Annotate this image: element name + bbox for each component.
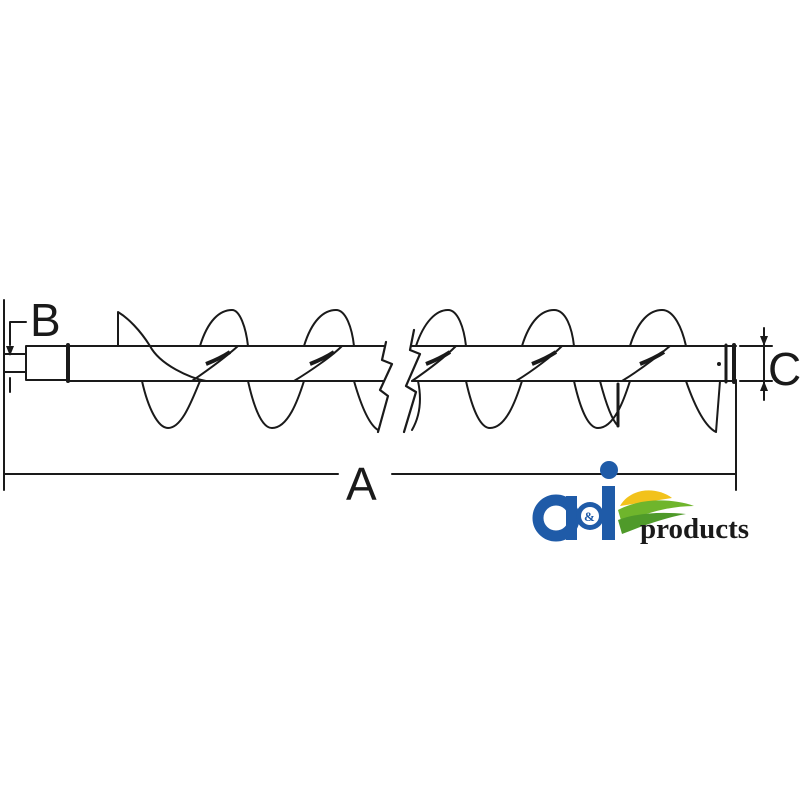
- logo-field-icon: [620, 490, 672, 506]
- dimension-c: C: [739, 327, 800, 401]
- stub-shaft: [3, 343, 70, 383]
- ai-products-logo: & products: [532, 461, 749, 545]
- auger-tube-right: [411, 343, 737, 384]
- label-c: C: [768, 343, 800, 395]
- label-b: B: [30, 294, 61, 346]
- break-symbol: [376, 328, 422, 434]
- svg-text:&: &: [584, 509, 595, 524]
- logo-wordmark: products: [640, 513, 749, 545]
- auger-tube-left: [67, 345, 385, 382]
- auger-flighting: [117, 309, 721, 433]
- dimension-a: A: [3, 299, 737, 510]
- label-a: A: [346, 458, 377, 510]
- dimension-b: B: [6, 294, 61, 393]
